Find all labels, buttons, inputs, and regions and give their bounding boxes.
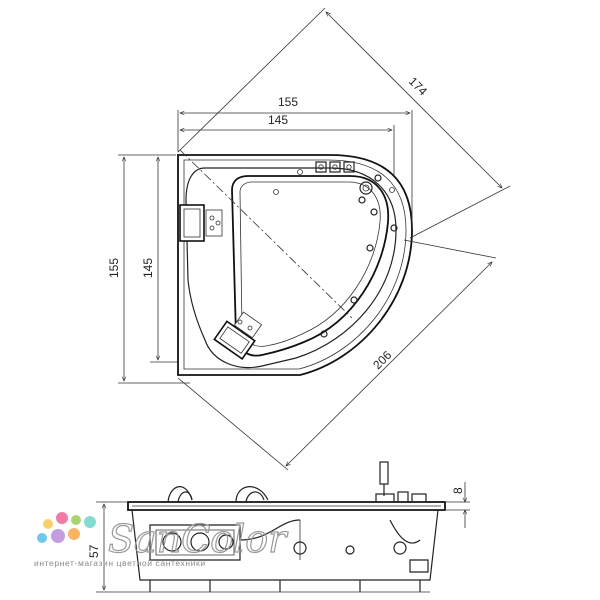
dim-diagonal-length: 174 — [406, 74, 430, 98]
side-body — [131, 509, 439, 581]
logo-dot — [71, 515, 81, 525]
logo-dots — [37, 512, 96, 543]
sancolor-logo: SanColor интернет-магазин цветной сантех… — [34, 512, 290, 568]
logo-dot — [84, 516, 96, 528]
dim-rim-height: 8 — [451, 487, 465, 494]
control-panel — [315, 161, 355, 173]
side-view — [127, 461, 446, 593]
dim-top-inner: 145 — [268, 113, 288, 127]
headrest-bottom — [213, 311, 263, 360]
dim-left-inner: 145 — [141, 258, 155, 278]
dimension-lines — [118, 7, 511, 471]
headrest-left — [179, 204, 223, 242]
side-dimensions: 57 8 — [87, 482, 470, 593]
logo-dot — [68, 528, 80, 540]
dim-top-outer: 155 — [278, 95, 298, 109]
dimension-labels: 155 145 155 145 174 206 — [107, 74, 430, 372]
dim-side-height: 57 — [87, 544, 101, 558]
plan-view — [177, 149, 413, 376]
dim-left-outer: 155 — [107, 258, 121, 278]
dim-depth-diagonal: 206 — [370, 348, 394, 372]
logo-dot — [51, 529, 65, 543]
drain — [359, 181, 373, 195]
tub-basin-inner — [239, 181, 381, 347]
logo-dot — [37, 533, 47, 543]
logo-brand-text: SanColor — [108, 517, 289, 561]
logo-tagline: интернет-магазин цветной сантехники — [34, 558, 206, 568]
logo-dot — [43, 519, 53, 529]
logo-dot — [56, 512, 68, 524]
